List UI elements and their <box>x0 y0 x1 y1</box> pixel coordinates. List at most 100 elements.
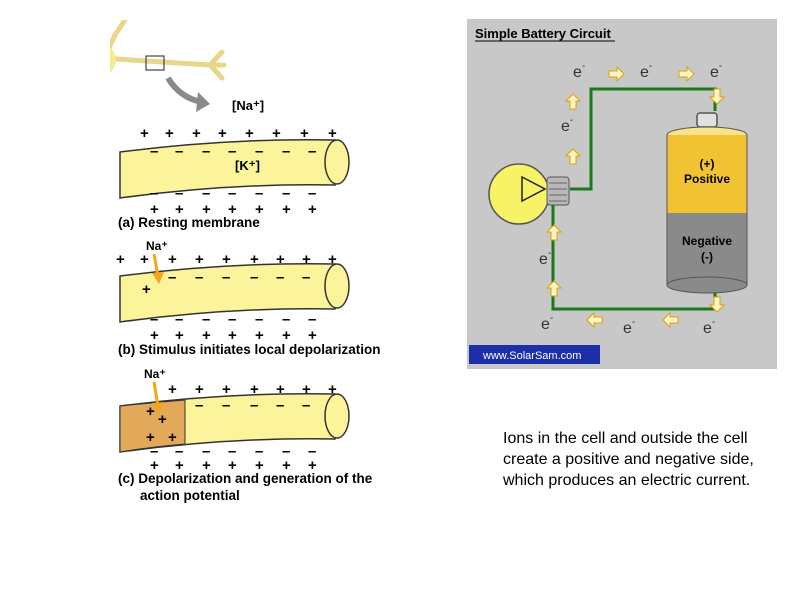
plus-sign: + <box>202 457 211 474</box>
battery-circuit-svg: Simple Battery Circuit (+) Positive Nega… <box>469 26 748 364</box>
minus-sign: – <box>282 311 290 328</box>
electron-label: e- <box>640 61 652 81</box>
minus-sign: – <box>276 397 284 414</box>
plus-sign: + <box>192 125 201 142</box>
minus-sign: – <box>195 397 203 414</box>
panel-c-label-line2: action potential <box>140 488 240 503</box>
segment-a: [K⁺] <box>119 139 350 199</box>
charge-signs: ++++++++––––––––––––––++++++++++++++++––… <box>116 125 337 474</box>
minus-sign: – <box>202 143 210 160</box>
electron-arrow-up <box>564 93 582 110</box>
segment-b: Na⁺ <box>119 239 350 323</box>
electron-label: e- <box>541 313 553 333</box>
minus-sign: – <box>222 269 230 286</box>
electron-arrow-up <box>545 280 563 297</box>
k-inside-label: [K⁺] <box>235 158 260 173</box>
plus-sign: + <box>302 251 311 268</box>
minus-sign: – <box>250 269 258 286</box>
plus-sign: + <box>142 281 151 298</box>
minus-sign: – <box>202 443 210 460</box>
plus-sign: + <box>150 457 159 474</box>
zoom-arrow-head <box>196 92 210 112</box>
plus-sign: + <box>116 251 125 268</box>
electron-label: e- <box>623 317 635 337</box>
na-arrow-b <box>152 253 160 277</box>
plus-sign: + <box>328 125 337 142</box>
plus-sign: + <box>302 381 311 398</box>
minus-sign: – <box>175 185 183 202</box>
plus-sign: + <box>165 125 174 142</box>
plus-sign: + <box>146 429 155 446</box>
electron-arrow-up <box>545 224 563 241</box>
minus-sign: – <box>255 443 263 460</box>
plus-sign: + <box>202 327 211 344</box>
minus-sign: – <box>175 143 183 160</box>
electron-arrow-right <box>678 65 695 83</box>
minus-sign: – <box>168 269 176 286</box>
plus-sign: + <box>218 125 227 142</box>
minus-sign: – <box>222 397 230 414</box>
minus-sign: – <box>202 311 210 328</box>
neuron-membrane-svg: [Na⁺] [K⁺] (a) Resting membrane Na⁺ (b) … <box>77 17 381 503</box>
segment-c: Na⁺ <box>119 367 350 453</box>
credit-text: www.SolarSam.com <box>482 350 581 362</box>
minus-sign: – <box>282 185 290 202</box>
neuron-membrane-figure: [Na⁺] [K⁺] (a) Resting membrane Na⁺ (b) … <box>77 17 430 520</box>
plus-sign: + <box>255 327 264 344</box>
panel-a-label: (a) Resting membrane <box>118 215 260 230</box>
neuron-soma <box>84 44 116 76</box>
minus-sign: – <box>195 269 203 286</box>
plus-sign: + <box>146 403 155 420</box>
na-arrow-c <box>152 381 160 407</box>
plus-sign: + <box>140 251 149 268</box>
minus-sign: – <box>302 397 310 414</box>
plus-sign: + <box>195 381 204 398</box>
minus-sign: – <box>282 143 290 160</box>
plus-sign: + <box>175 457 184 474</box>
minus-sign: – <box>308 443 316 460</box>
plus-sign: + <box>276 381 285 398</box>
na-outside-label: [Na⁺] <box>232 98 264 113</box>
plus-sign: + <box>272 125 281 142</box>
plus-sign: + <box>300 125 309 142</box>
na-label-b: Na⁺ <box>146 239 168 253</box>
plus-sign: + <box>222 251 231 268</box>
minus-sign: – <box>175 311 183 328</box>
plus-sign: + <box>168 381 177 398</box>
circuit-title: Simple Battery Circuit <box>475 26 611 41</box>
na-arrow-head-c <box>152 402 164 414</box>
minus-sign: – <box>228 143 236 160</box>
electron-arrow-down <box>708 88 726 105</box>
plus-sign: + <box>158 411 167 428</box>
minus-sign: – <box>282 443 290 460</box>
minus-sign: – <box>255 143 263 160</box>
minus-sign: – <box>308 311 316 328</box>
plus-sign: + <box>308 457 317 474</box>
minus-sign: – <box>228 185 236 202</box>
plus-sign: + <box>282 201 291 218</box>
minus-sign: – <box>150 185 158 202</box>
positive-sign-label: (+) <box>700 157 715 171</box>
minus-sign: – <box>175 443 183 460</box>
plus-sign: + <box>276 251 285 268</box>
minus-sign: – <box>255 185 263 202</box>
plus-sign: + <box>150 327 159 344</box>
minus-sign: – <box>228 311 236 328</box>
plus-sign: + <box>328 381 337 398</box>
electron-label: e- <box>573 61 585 81</box>
minus-sign: – <box>150 311 158 328</box>
minus-sign: – <box>150 143 158 160</box>
electron-arrow-right <box>608 65 625 83</box>
battery-circuit-figure: Simple Battery Circuit (+) Positive Nega… <box>467 19 777 369</box>
plus-sign: + <box>255 457 264 474</box>
plus-sign: + <box>175 201 184 218</box>
plus-sign: + <box>222 381 231 398</box>
minus-sign: – <box>276 269 284 286</box>
plus-sign: + <box>228 327 237 344</box>
battery-icon <box>666 112 748 294</box>
electron-arrow-left <box>662 311 679 329</box>
membrane-end-c <box>324 393 350 439</box>
minus-sign: – <box>202 185 210 202</box>
minus-sign: – <box>250 397 258 414</box>
electron-arrow-left <box>586 311 603 329</box>
